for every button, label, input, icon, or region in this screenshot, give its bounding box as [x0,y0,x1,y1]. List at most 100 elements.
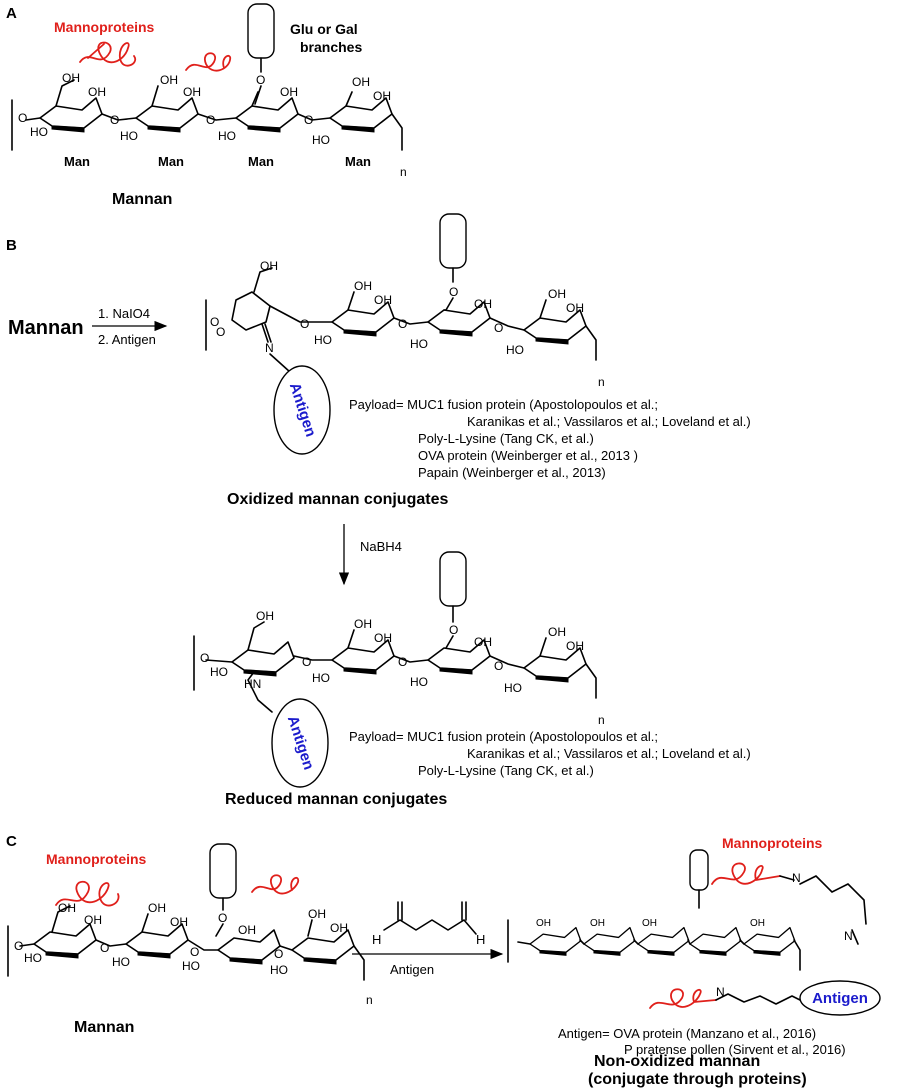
svg-text:n: n [400,165,407,179]
svg-text:HO: HO [210,665,228,679]
svg-text:O: O [494,659,503,673]
panel-b-branch-box-1 [439,213,467,269]
svg-text:HO: HO [24,951,42,965]
svg-text:O: O [302,655,311,669]
aldehyde-h-left: H [372,932,381,947]
crosslink-reagent: Antigen [390,962,434,977]
svg-text:OH: OH [238,923,256,937]
branch-label-line2: branches [300,39,362,55]
payload-list-2: Payload= MUC1 fusion protein (Apostolopo… [349,729,751,778]
oxidized-title: Oxidized mannan conjugates [227,491,448,508]
product-mannoproteins-label: Mannoproteins [722,835,823,851]
reduction-reagent: NaBH4 [360,539,402,554]
svg-text:HO: HO [410,337,428,351]
antigen-ellipse-1 [273,365,331,455]
antigen-list-line: P pratense pollen (Sirvent et al., 2016) [624,1042,846,1057]
branch-label-line1: Glu or Gal [290,21,358,37]
panel-b-branch-box-2 [439,551,467,607]
step2-reagent: 2. Antigen [98,332,156,347]
svg-text:OH: OH [590,918,605,929]
svg-text:OH: OH [474,635,492,649]
man-label-3: Man [248,154,274,169]
svg-text:OH: OH [330,921,348,935]
payload2-line: Karanikas et al.; Vassilaros et al.; Lov… [467,746,751,761]
svg-text:OH: OH [84,913,102,927]
svg-text:HO: HO [30,125,48,139]
panel-c-title-line1: Non-oxidized mannan [594,1053,760,1070]
panel-c-label: C [6,833,17,850]
man-label-2: Man [158,154,184,169]
svg-text:O: O [110,113,119,127]
man-label-4: Man [345,154,371,169]
panel-b-start-mannan: Mannan [8,317,84,339]
panel-a-mannoprotein-chain-1 [79,41,137,67]
svg-text:O: O [398,317,407,331]
svg-text:OH: OH [170,915,188,929]
svg-text:O: O [398,655,407,669]
imine-n-right: N [844,929,853,943]
product-antigen-label: Antigen [812,990,868,1007]
svg-text:OH: OH [566,639,584,653]
svg-text:OH: OH [750,918,765,929]
svg-text:HO: HO [506,343,524,357]
svg-text:OH: OH [642,918,657,929]
panel-c-mannoproteins-label: Mannoproteins [46,851,147,867]
imine-n-top: N [792,871,801,885]
svg-text:HO: HO [312,133,330,147]
svg-text:OH: OH [183,85,201,99]
panel-a-label: A [6,5,17,22]
svg-text:OH: OH [280,85,298,99]
svg-text:O: O [449,285,458,299]
svg-text:O: O [274,947,283,961]
svg-text:O: O [449,623,458,637]
antigen-ellipse-2 [271,698,329,788]
svg-text:O: O [190,945,199,959]
svg-text:OH: OH [374,293,392,307]
payload2-line: Payload= MUC1 fusion protein (Apostolopo… [349,729,658,744]
svg-text:O: O [216,325,225,339]
svg-text:HO: HO [112,955,130,969]
svg-text:O: O [200,651,209,665]
svg-text:HO: HO [410,675,428,689]
antigen-list-line: Antigen= OVA protein (Manzano et al., 20… [558,1026,816,1041]
payload1-line: Payload= MUC1 fusion protein (Apostolopo… [349,397,658,412]
panel-a-title: Mannan [112,191,172,208]
svg-text:OH: OH [260,259,278,273]
svg-text:O: O [18,111,27,125]
svg-text:n: n [598,713,605,727]
svg-text:OH: OH [58,901,76,915]
panel-a-branch-o: O [256,73,265,87]
svg-text:O: O [206,113,215,127]
svg-text:HO: HO [312,671,330,685]
panel-c-mannoprotein-chain-1 [55,880,120,907]
product-mannoproteins-chain-1 [711,862,781,885]
panel-b-label: B [6,237,17,254]
payload1-line: Karanikas et al.; Vassilaros et al.; Lov… [467,414,751,429]
panel-a: A Mannoproteins Glu or Gal branches O O … [6,3,407,208]
svg-text:O: O [300,317,309,331]
svg-text:OH: OH [354,617,372,631]
panel-b: B Mannan 1. NaIO4 2. Antigen O O O OH N … [6,213,751,808]
product-antigen-ellipse [799,980,881,1016]
svg-text:O: O [100,941,109,955]
svg-text:OH: OH [548,625,566,639]
svg-text:HO: HO [504,681,522,695]
panel-c: C Mannoproteins O O OH OH OH OH OH OH OH… [6,833,881,1088]
imine-n-bottom-left: N [716,985,725,999]
panel-c-start-mannan: Mannan [74,1019,134,1036]
svg-text:n: n [366,993,373,1007]
panel-a-mannoprotein-chain-2 [185,52,232,72]
svg-text:HO: HO [218,129,236,143]
svg-text:OH: OH [352,75,370,89]
aldehyde-h-right: H [476,932,485,947]
svg-text:OH: OH [148,901,166,915]
payload-list-1: Payload= MUC1 fusion protein (Apostolopo… [349,397,751,480]
svg-text:OH: OH [160,73,178,87]
panel-a-branch-box [247,3,275,59]
svg-text:OH: OH [474,297,492,311]
panel-c-mannoprotein-chain-2 [251,874,300,895]
reduced-title: Reduced mannan conjugates [225,791,447,808]
svg-text:O: O [210,315,219,329]
svg-text:OH: OH [548,287,566,301]
